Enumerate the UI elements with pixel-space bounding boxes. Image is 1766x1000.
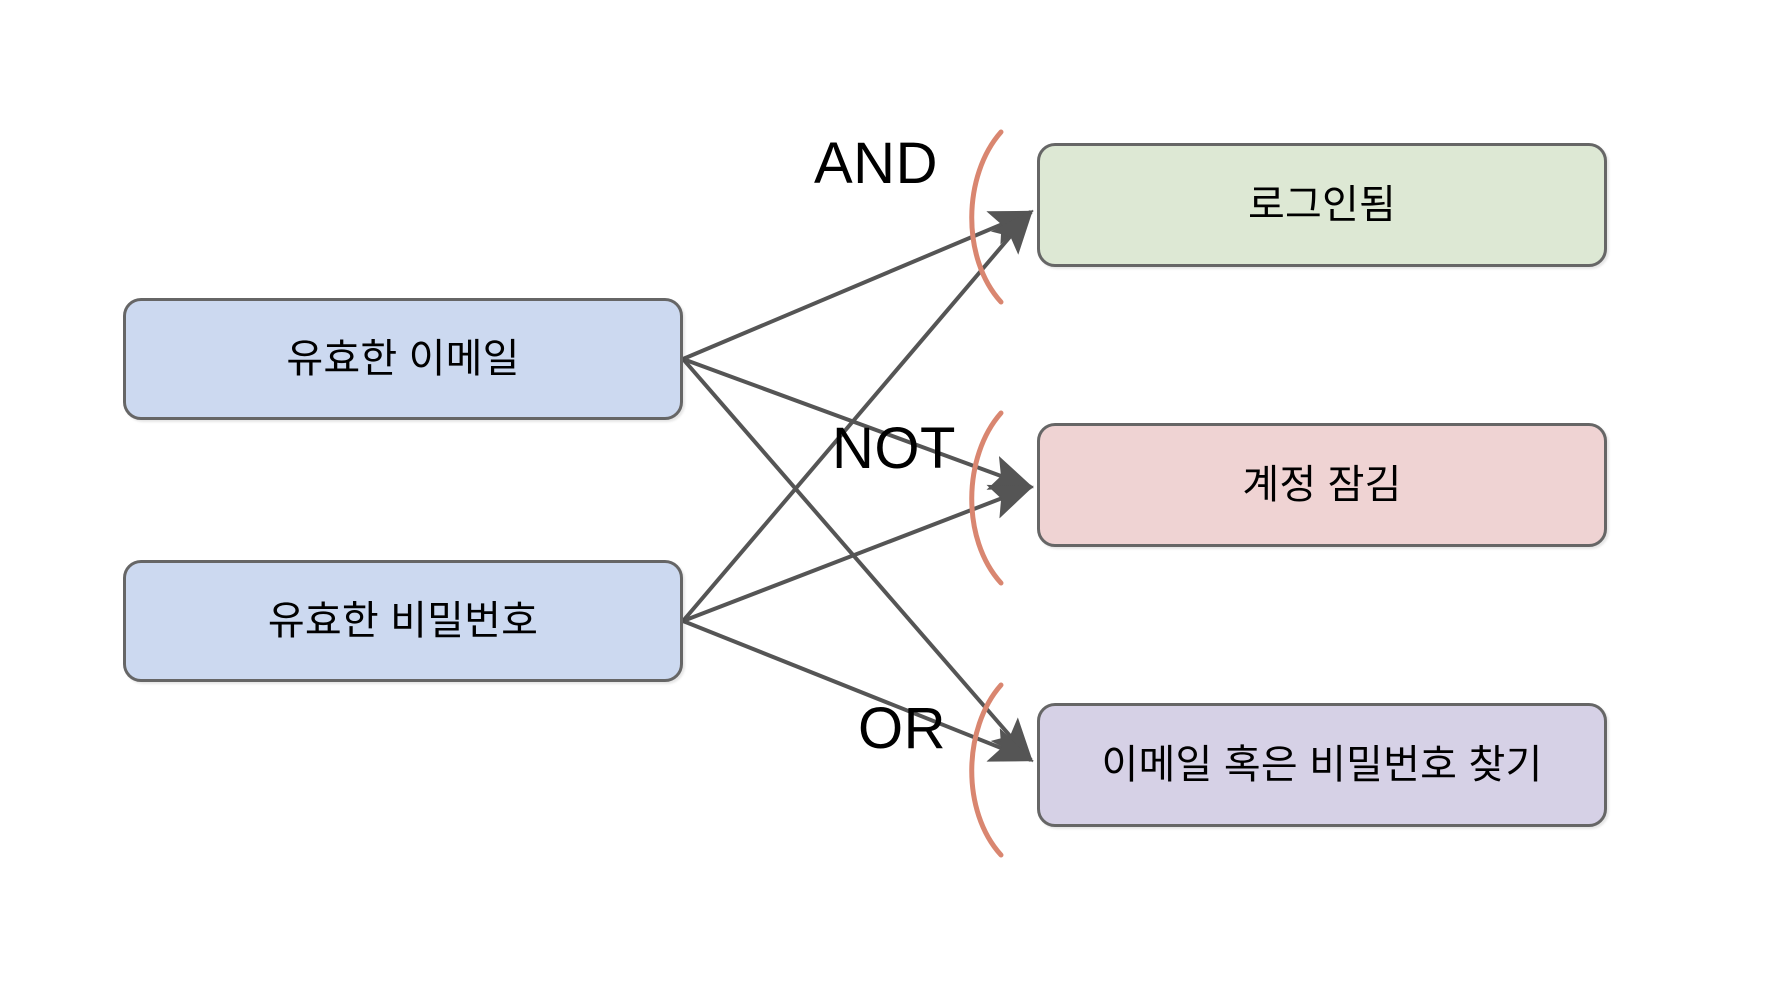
node-logged-in[interactable]: 로그인됨 [1037,143,1607,267]
node-valid-password-label: 유효한 비밀번호 [267,599,539,643]
edge-valid-password-to-account-locked [682,484,1034,623]
node-account-locked-label: 계정 잠김 [1242,463,1402,507]
not-gate-arc [969,410,1004,586]
edge-valid-password-to-find-email-or-password [682,619,1034,762]
node-logged-in-label: 로그인됨 [1248,183,1396,227]
or-gate-arc [969,682,1004,858]
node-find-email-or-password-label: 이메일 혹은 비밀번호 찾기 [1101,743,1543,787]
node-valid-password[interactable]: 유효한 비밀번호 [123,560,683,682]
operator-label-not: NOT [832,416,956,481]
edge-valid-email-to-logged-in [682,210,1034,361]
node-valid-email-label: 유효한 이메일 [286,337,520,381]
node-find-email-or-password[interactable]: 이메일 혹은 비밀번호 찾기 [1037,703,1607,827]
node-account-locked[interactable]: 계정 잠김 [1037,423,1607,547]
node-valid-email[interactable]: 유효한 이메일 [123,298,683,420]
operator-label-or: OR [858,696,946,761]
and-gate-arc [969,129,1004,305]
operator-label-and: AND [814,131,938,196]
